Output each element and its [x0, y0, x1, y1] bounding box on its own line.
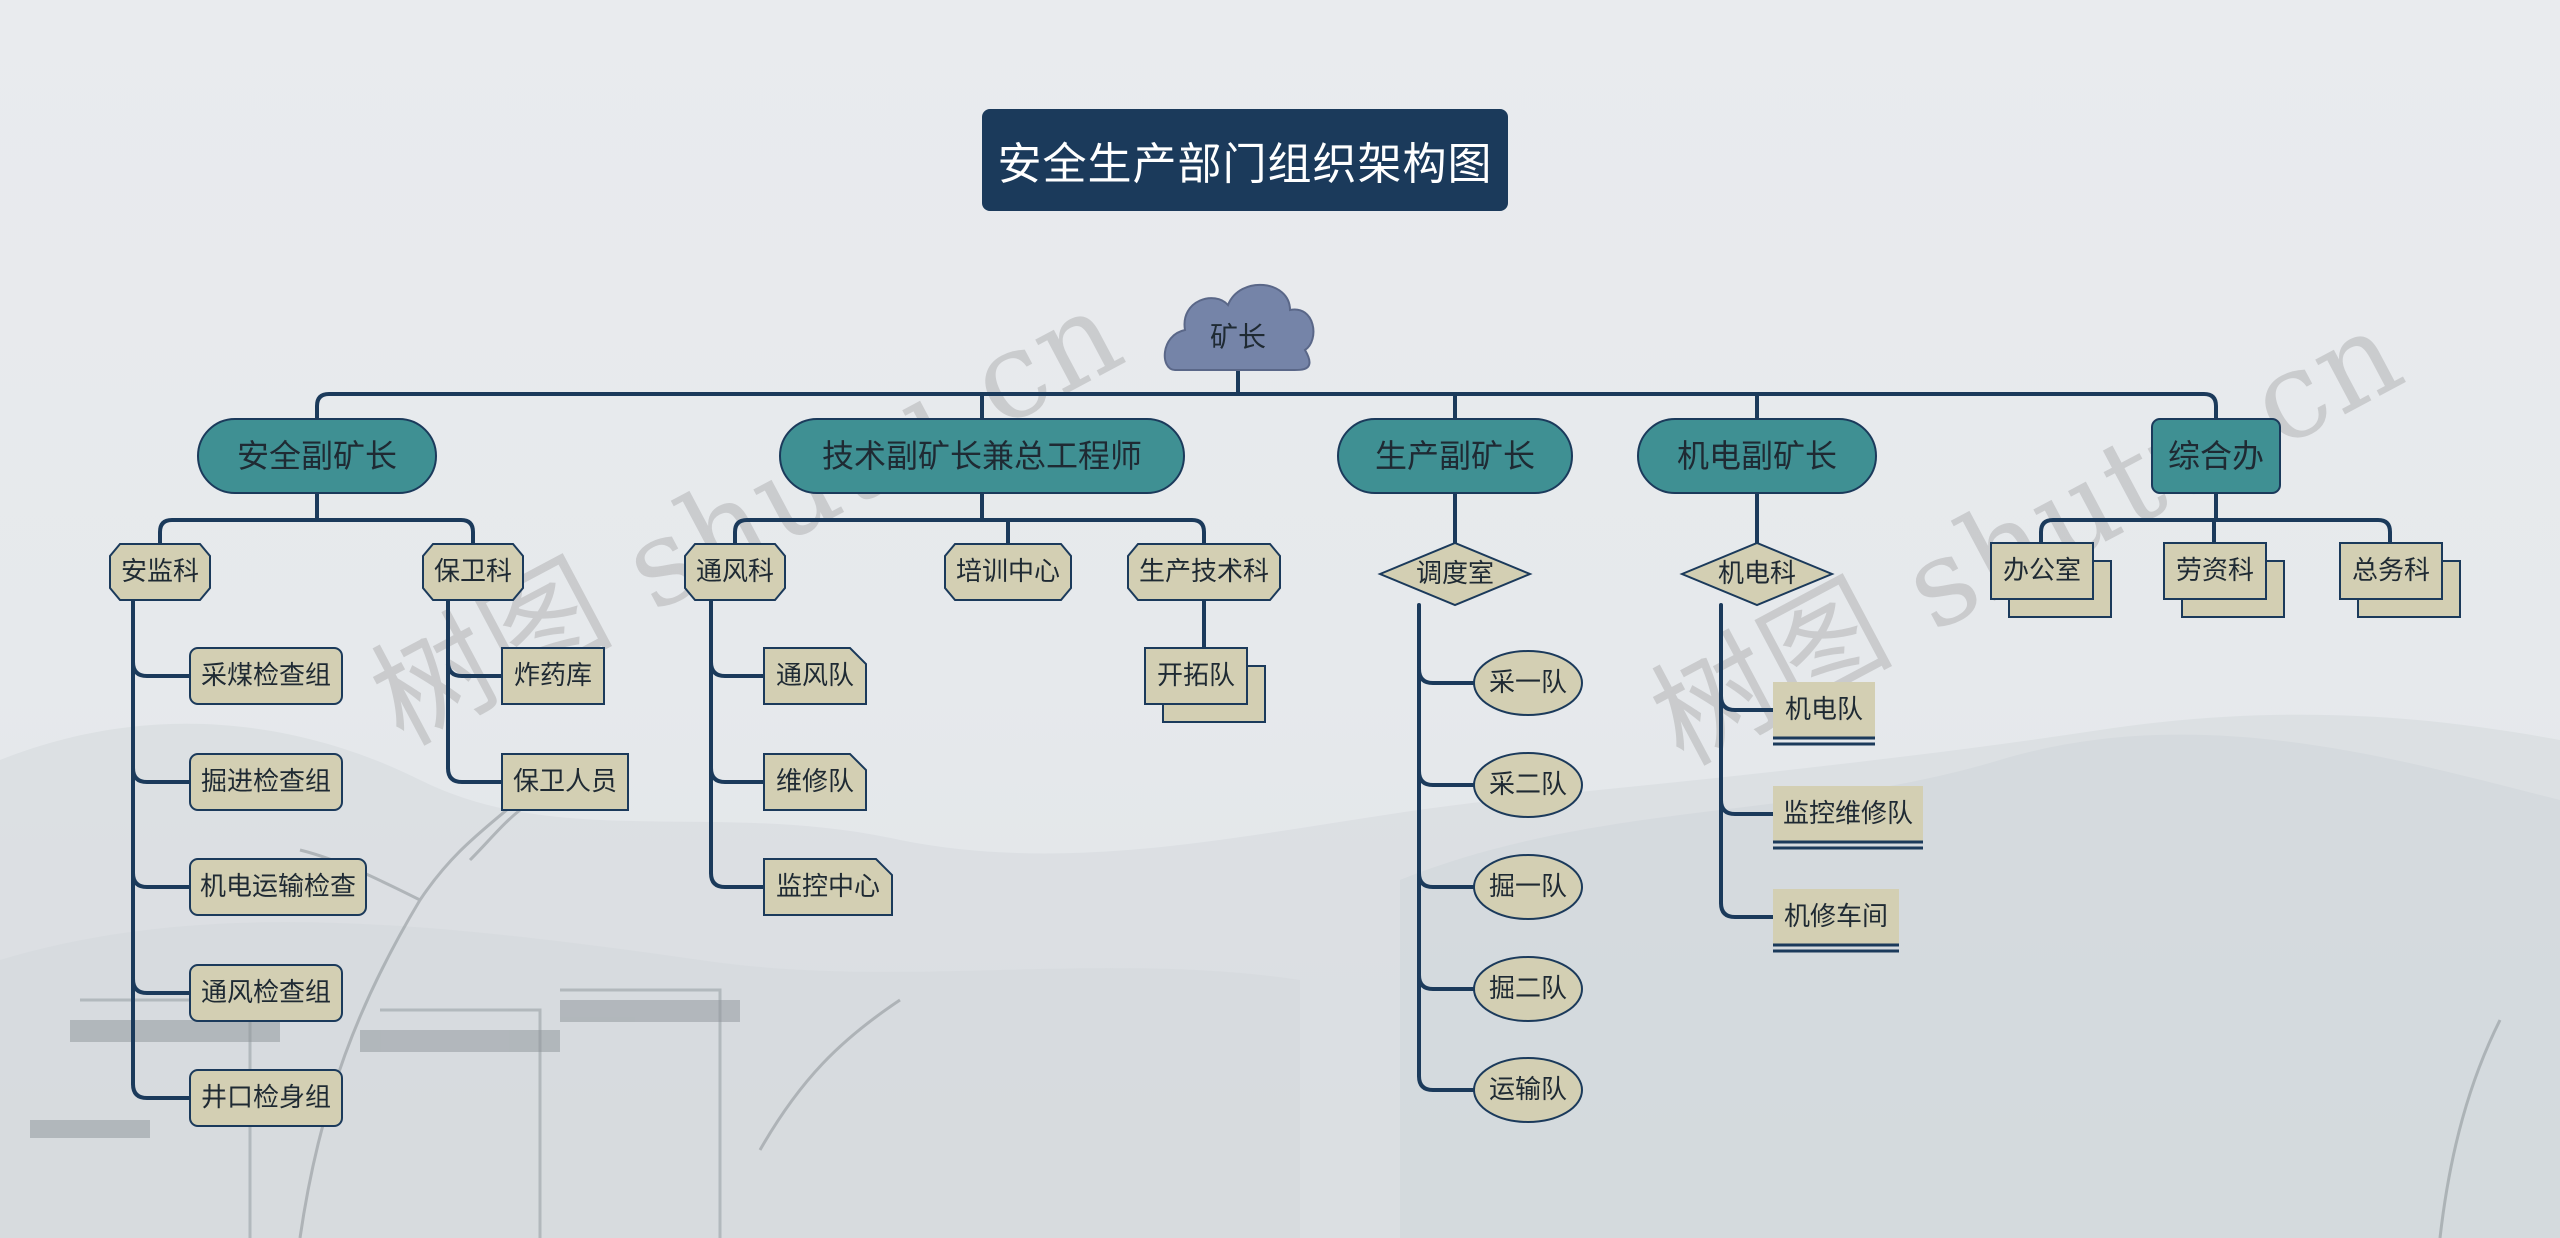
dept-node-label: 调度室	[1416, 559, 1494, 589]
dept-node[interactable]	[2339, 542, 2443, 600]
dept-node[interactable]	[422, 543, 524, 601]
team-node-label: 维修队	[776, 767, 854, 797]
dept-node[interactable]	[1377, 541, 1533, 607]
team-node-label: 监控维修队	[1783, 799, 1913, 829]
team-node-label: 炸药库	[514, 661, 592, 691]
level1-label: 机电副矿长	[1677, 437, 1837, 475]
level1-node[interactable]	[1637, 418, 1877, 494]
dept-node-label: 培训中心	[956, 557, 1060, 587]
team-node-label: 采二队	[1489, 770, 1567, 800]
team-node-underline	[1773, 840, 1923, 850]
team-node[interactable]	[189, 964, 343, 1022]
dept-node[interactable]	[109, 543, 211, 601]
team-node[interactable]	[501, 753, 629, 811]
team-node-label: 掘二队	[1489, 974, 1567, 1004]
team-node-underline	[1773, 736, 1875, 746]
team-node[interactable]	[189, 753, 343, 811]
team-node[interactable]	[1773, 786, 1923, 842]
team-node[interactable]	[189, 647, 343, 705]
team-node-label: 通风检查组	[201, 978, 331, 1008]
team-node-label: 机电队	[1785, 695, 1863, 725]
level1-node[interactable]	[779, 418, 1185, 494]
level1-label: 生产副矿长	[1375, 437, 1535, 475]
team-node-label: 监控中心	[776, 872, 880, 902]
team-node-label: 采煤检查组	[201, 661, 331, 691]
team-node-label: 采一队	[1489, 668, 1567, 698]
dept-node[interactable]	[1127, 543, 1281, 601]
level1-label: 安全副矿长	[237, 437, 397, 475]
root-label: 矿长	[1210, 321, 1266, 354]
team-node-label: 机电运输检查	[200, 872, 356, 902]
team-node[interactable]	[1473, 854, 1583, 920]
dept-node[interactable]	[1990, 542, 2094, 600]
dept-node[interactable]	[684, 543, 786, 601]
team-node-label: 掘一队	[1489, 872, 1567, 902]
team-node[interactable]	[189, 1069, 343, 1127]
team-node[interactable]	[1473, 752, 1583, 818]
team-node-label: 机修车间	[1784, 902, 1888, 932]
team-node[interactable]	[189, 858, 367, 916]
team-node[interactable]	[763, 647, 867, 705]
dept-node-label: 办公室	[2003, 556, 2081, 586]
team-node[interactable]	[1773, 682, 1875, 738]
team-node[interactable]	[763, 858, 893, 916]
team-node-label: 通风队	[776, 661, 854, 691]
level1-label: 综合办	[2168, 437, 2264, 475]
dept-node[interactable]	[944, 543, 1072, 601]
level1-node[interactable]	[197, 418, 437, 494]
team-node-label: 掘进检查组	[201, 767, 331, 797]
dept-node-label: 劳资科	[2176, 556, 2254, 586]
team-node[interactable]	[1473, 650, 1583, 716]
level1-node[interactable]	[1337, 418, 1573, 494]
dept-node-label: 保卫科	[434, 557, 512, 587]
team-node[interactable]	[1473, 956, 1583, 1022]
dept-node-label: 安监科	[121, 557, 199, 587]
page-title: 安全生产部门组织架构图	[982, 109, 1508, 211]
team-node[interactable]	[1144, 647, 1248, 705]
level1-label: 技术副矿长兼总工程师	[822, 437, 1142, 475]
dept-node-label: 机电科	[1718, 559, 1796, 589]
dept-node-label: 通风科	[696, 557, 774, 587]
root-cloud-node[interactable]	[1163, 283, 1315, 372]
dept-node[interactable]	[2163, 542, 2267, 600]
team-node-label: 井口检身组	[201, 1083, 331, 1113]
level1-node[interactable]	[2151, 418, 2281, 494]
dept-node[interactable]	[1679, 541, 1835, 607]
team-node[interactable]	[501, 647, 605, 705]
team-node[interactable]	[1473, 1057, 1583, 1123]
dept-node-label: 总务科	[2352, 556, 2430, 586]
connector-lines	[131, 368, 2392, 1100]
team-node[interactable]	[763, 753, 867, 811]
team-node[interactable]	[1773, 889, 1899, 945]
dept-node-label: 生产技术科	[1139, 557, 1269, 587]
team-node-underline	[1773, 943, 1899, 953]
team-node-label: 开拓队	[1157, 661, 1235, 691]
team-node-label: 运输队	[1489, 1075, 1567, 1105]
team-node-label: 保卫人员	[513, 767, 617, 797]
